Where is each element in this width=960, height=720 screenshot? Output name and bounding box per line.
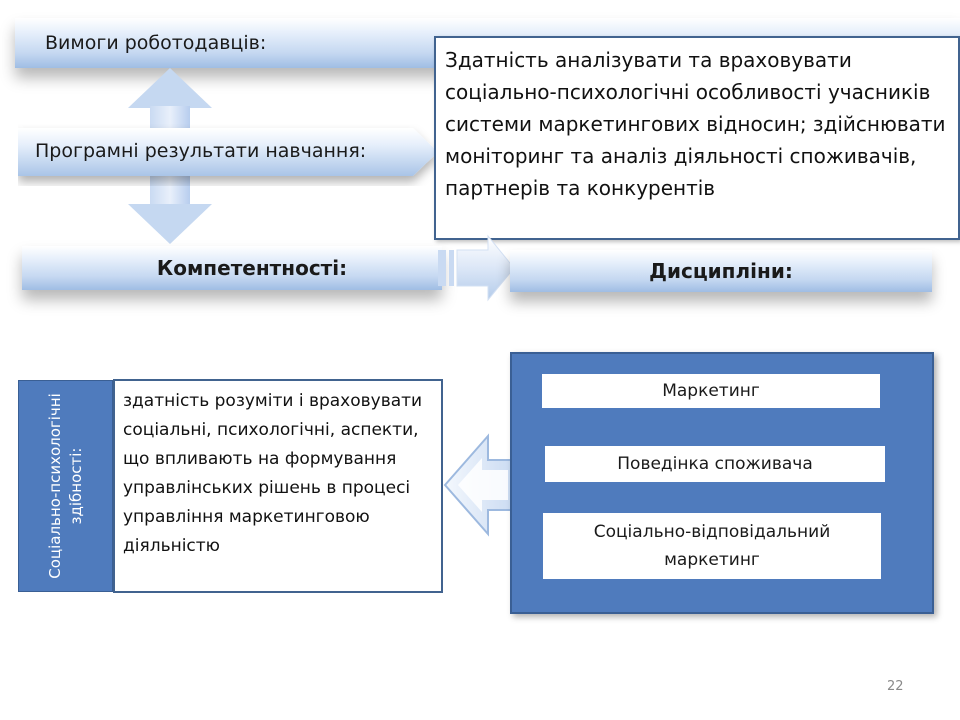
left-arrow xyxy=(443,433,517,537)
arrow-shaft-lower xyxy=(150,176,190,206)
arrow-down-head xyxy=(128,204,212,244)
learning-outcome-description-box: Здатність аналізувати та враховувати соц… xyxy=(434,36,960,240)
competencies-label: Компетентності: xyxy=(156,256,348,280)
ability-label: Соціально-психологічні здібності: xyxy=(45,393,85,579)
ability-description: здатність розуміти і враховувати соціаль… xyxy=(123,391,423,556)
subject-consumer-behavior: Поведінка споживача xyxy=(545,446,885,482)
learning-outcome-description: Здатність аналізувати та враховувати соц… xyxy=(445,48,946,200)
disciplines-label: Дисципліни: xyxy=(649,259,793,283)
arrow-up-head xyxy=(128,68,212,108)
employer-requirements-label: Вимоги роботодавців: xyxy=(45,32,267,54)
ability-description-box: здатність розуміти і враховувати соціаль… xyxy=(113,379,443,593)
learning-outcomes-label: Програмні результати навчання: xyxy=(35,140,367,162)
subject-social-responsible-marketing: Соціально-відповідальний маркетинг xyxy=(543,513,881,579)
slide-number: 22 xyxy=(887,679,904,694)
subject-marketing: Маркетинг xyxy=(542,374,880,408)
learning-outcomes-bar xyxy=(18,128,438,176)
disciplines-bar: Дисципліни: xyxy=(510,250,932,292)
ability-label-block: Соціально-психологічні здібності: xyxy=(18,380,113,592)
competencies-bar: Компетентності: xyxy=(22,246,442,290)
disciplines-panel: Маркетинг Поведінка споживача Соціально-… xyxy=(510,352,934,614)
competencies-to-disciplines-arrow xyxy=(438,234,515,302)
